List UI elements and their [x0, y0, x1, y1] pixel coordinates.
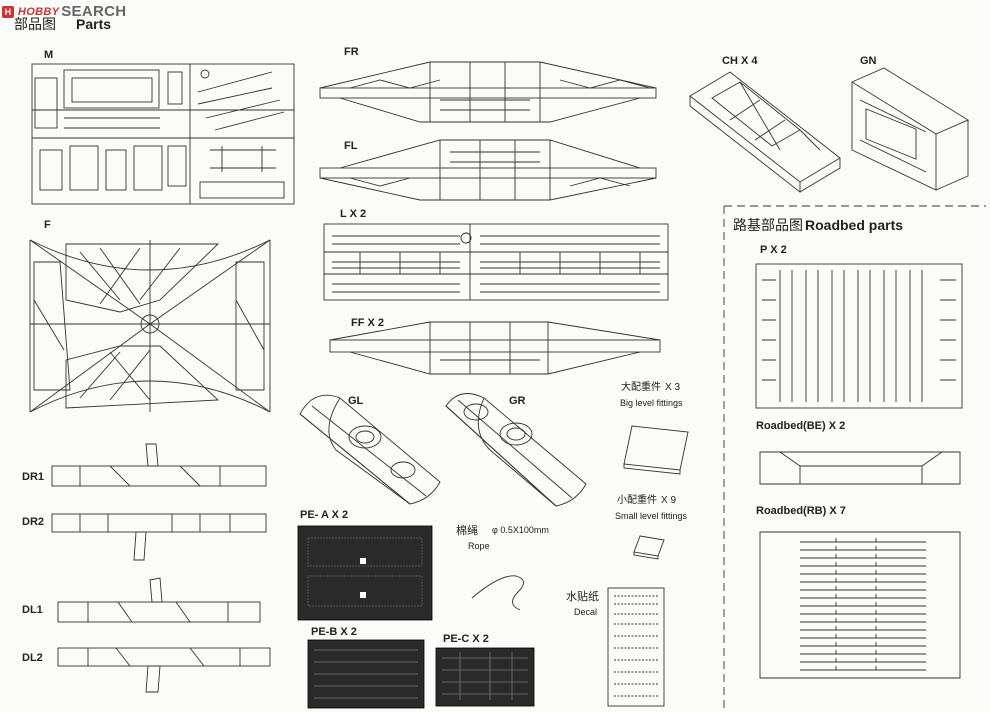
watermark-search: SEARCH: [61, 3, 127, 20]
label-f: F: [44, 219, 51, 231]
label-gn: GN: [860, 55, 877, 67]
photo-etch-sheet-icon: [297, 525, 535, 709]
label-ffx2: FF X 2: [351, 317, 385, 329]
label-lx2: L X 2: [340, 208, 367, 220]
roadbed-title-cn: 路基部品图: [733, 217, 803, 233]
sprue-l: [323, 223, 669, 301]
hobbysearch-watermark: H HOBBY SEARCH: [2, 3, 126, 20]
rope-spec: φ 0.5X100mm: [492, 525, 549, 535]
label-peb: PE-B X 2: [311, 626, 357, 638]
part-dl2: [57, 647, 271, 693]
label-m: M: [44, 49, 54, 61]
part-ch: [689, 71, 841, 193]
label-gr: GR: [509, 395, 526, 407]
small-fittings-en: Small level fittings: [615, 511, 688, 521]
truss-fr: [319, 61, 657, 123]
part-gl: [299, 394, 441, 505]
hobbysearch-logo-icon: H: [2, 5, 14, 18]
rope-cn: 棉绳: [456, 525, 478, 537]
page-title-cn: 部品图: [14, 16, 56, 32]
part-dl1: [57, 577, 261, 623]
label-dl1: DL1: [22, 604, 43, 616]
label-gl: GL: [348, 395, 364, 407]
label-pea: PE- A X 2: [300, 509, 349, 521]
big-level-fitting: [623, 425, 689, 475]
part-dr2: [51, 513, 267, 561]
label-pec: PE-C X 2: [443, 633, 489, 645]
decal-cn: 水贴纸: [566, 591, 599, 603]
label-fr: FR: [344, 46, 359, 58]
truss-ff: [329, 321, 661, 375]
page-title-en: Parts: [76, 16, 112, 32]
rope-en: Rope: [468, 541, 490, 551]
label-dr2: DR2: [22, 516, 45, 528]
part-gr: [445, 393, 587, 507]
watermark-hobby: HOBBY: [18, 5, 60, 18]
sprue-p: [755, 263, 963, 409]
decal-sheet-icon: [607, 587, 665, 707]
small-fittings-qty: X 9: [661, 495, 677, 506]
label-dl2: DL2: [22, 652, 43, 664]
label-fl: FL: [344, 140, 358, 152]
big-fittings-qty: X 3: [665, 382, 681, 393]
big-fittings-cn: 大配重件: [621, 382, 661, 393]
sprue-m: [31, 63, 295, 205]
small-level-fitting: [633, 535, 665, 560]
rope-coil-icon: [471, 575, 524, 611]
label-dr1: DR1: [22, 471, 45, 483]
label-be: Roadbed(BE) X 2: [756, 420, 846, 432]
roadbed-divider: [723, 205, 986, 708]
part-dr1: [51, 443, 267, 487]
label-px2: P X 2: [760, 244, 787, 256]
big-fittings-en: Big level fittings: [620, 398, 683, 408]
truss-fl: [319, 139, 657, 201]
roadbed-rb: [759, 531, 961, 679]
small-fittings-cn: 小配重件: [617, 495, 657, 506]
sprue-f: [29, 239, 271, 413]
label-chx4: CH X 4: [722, 55, 758, 67]
roadbed-be: [759, 451, 961, 485]
decal-en: Decal: [574, 607, 598, 617]
part-gn: [851, 67, 969, 191]
roadbed-title-en: Roadbed parts: [805, 217, 904, 233]
label-rb: Roadbed(RB) X 7: [756, 505, 846, 517]
